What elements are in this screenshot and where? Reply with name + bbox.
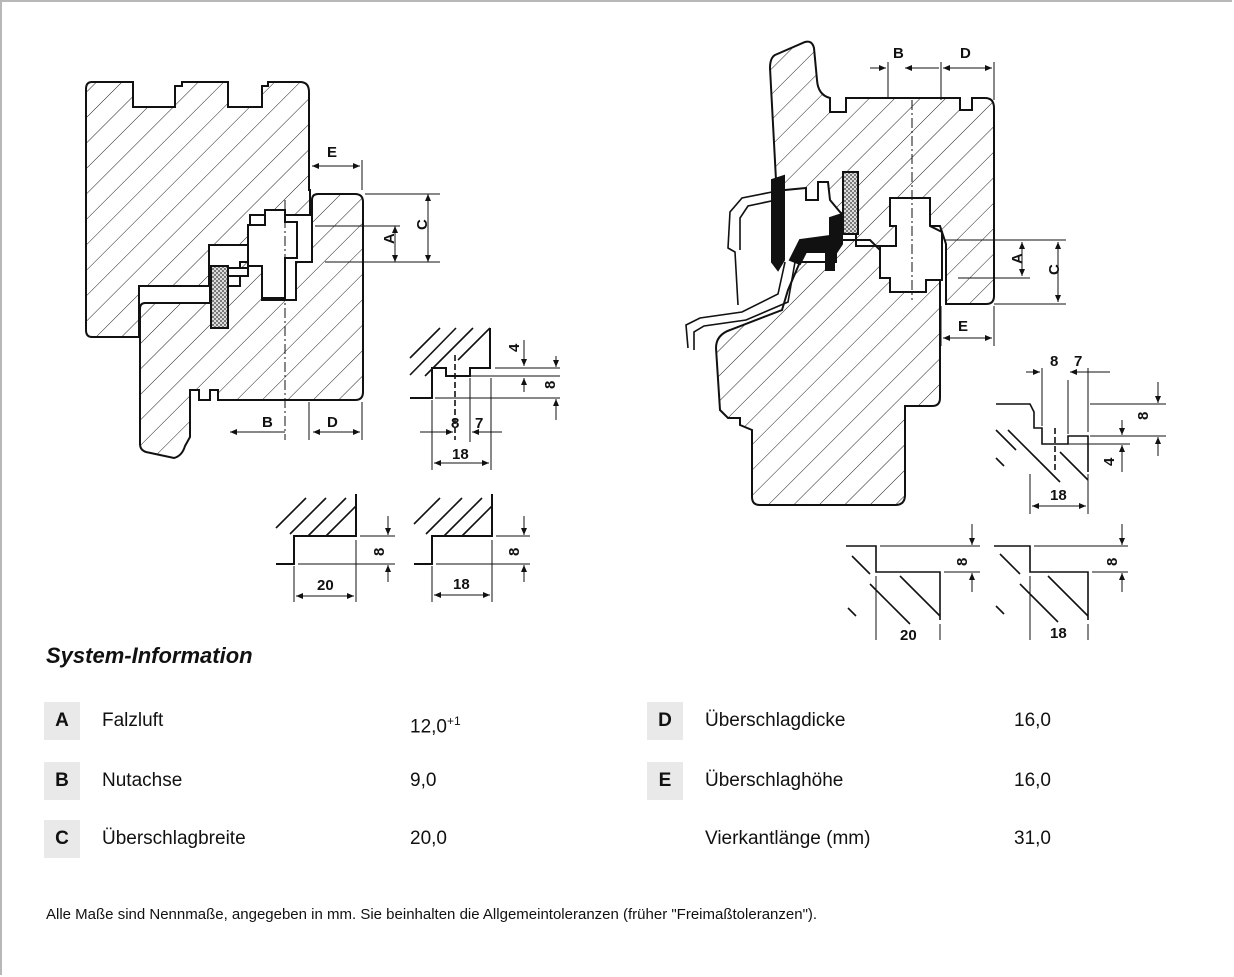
dim-label-b-left: B	[262, 414, 273, 431]
dim-label-d-left: D	[327, 414, 338, 431]
dim-20-left: 20	[317, 577, 334, 594]
dim-label-e-left: E	[327, 144, 337, 161]
dim-label-b-right: B	[893, 45, 904, 62]
right-section	[714, 40, 995, 506]
dim-label-d-right: D	[960, 45, 971, 62]
left-dims	[230, 160, 440, 440]
dim-18-left-b: 18	[453, 576, 470, 593]
dim-8-left-b: 8	[451, 415, 459, 432]
dim-label-a-left: A	[381, 233, 398, 244]
right-frame-profile	[714, 239, 941, 506]
dim-label-c-left: C	[414, 219, 431, 230]
right-bead	[685, 191, 796, 350]
right-detail-groove	[995, 368, 1166, 514]
left-frame-profile	[139, 193, 364, 460]
dim-8-right-c: 8	[954, 558, 971, 566]
section-title: System-Information	[46, 643, 253, 668]
right-detail-rebate-20	[846, 524, 980, 640]
technical-drawing: E A C B D 4 8 8 7 18 8 20	[85, 40, 1166, 640]
left-section	[85, 81, 364, 460]
dim-8-left-d: 8	[506, 548, 523, 556]
dim-18-right-b: 18	[1050, 625, 1067, 640]
dim-label-e-right: E	[958, 318, 968, 335]
left-detail-groove	[409, 327, 560, 470]
dim-4-left: 4	[506, 343, 523, 352]
left-detail-rebate-18	[413, 494, 530, 602]
dim-7-right: 7	[1074, 353, 1082, 370]
dim-8-right-d: 8	[1104, 558, 1121, 566]
dim-18-right-a: 18	[1050, 487, 1067, 504]
dim-18-left-a: 18	[452, 446, 469, 463]
dim-20-right: 20	[900, 627, 917, 640]
dim-label-c-right: C	[1046, 264, 1063, 275]
right-dims	[870, 62, 1066, 346]
left-sash-profile	[85, 81, 311, 338]
dim-8-left-c: 8	[371, 548, 388, 556]
dim-4-right: 4	[1101, 457, 1118, 466]
right-detail-rebate-18	[994, 524, 1128, 640]
footnote: Alle Maße sind Nennmaße, angegeben in mm…	[46, 906, 818, 923]
dim-8-right-b: 8	[1135, 412, 1152, 420]
dim-8-left-a: 8	[542, 381, 559, 389]
dim-8-right-a: 8	[1050, 353, 1058, 370]
dim-label-a-right: A	[1009, 253, 1026, 264]
left-detail-rebate-20	[275, 494, 395, 602]
dim-7-left: 7	[475, 415, 483, 432]
